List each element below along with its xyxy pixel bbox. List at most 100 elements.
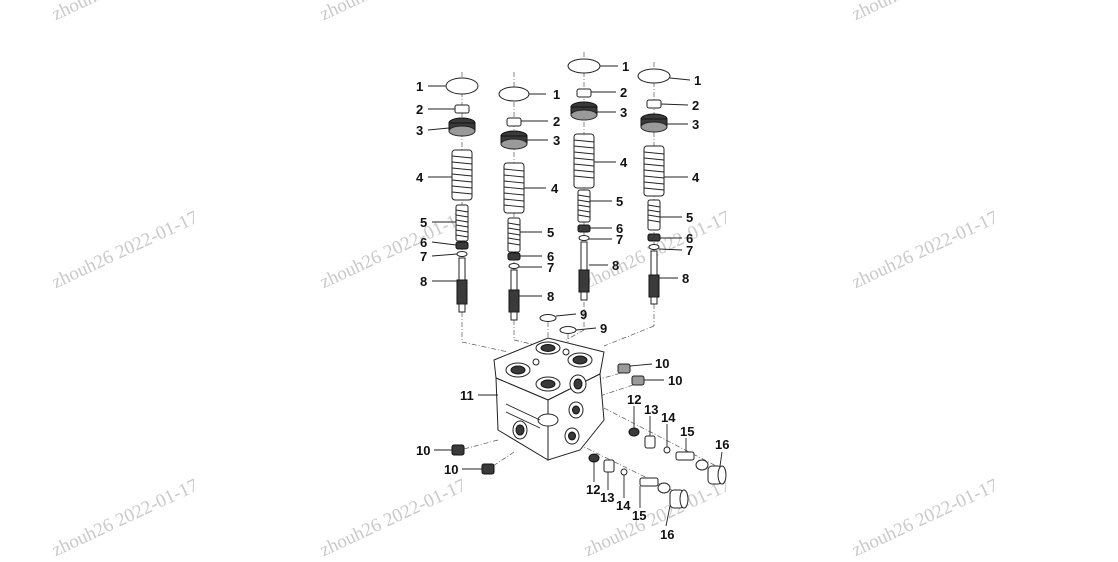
part-1-seal — [567, 58, 601, 74]
callout-2: 2 — [692, 98, 699, 113]
callout-8: 8 — [547, 289, 554, 304]
valve-column-4 — [637, 68, 671, 305]
part-15-spring — [695, 459, 709, 471]
part-16-cap — [669, 489, 689, 509]
callout-1: 1 — [622, 59, 629, 74]
part-6-washer — [455, 241, 469, 250]
valve-column-2 — [498, 86, 530, 321]
callout-3: 3 — [416, 123, 423, 138]
part-10-plug — [451, 444, 465, 456]
callout-13: 13 — [644, 402, 658, 417]
callout-4: 4 — [620, 155, 628, 170]
callout-7: 7 — [686, 243, 693, 258]
part-10-plug — [481, 463, 495, 475]
valve-column-3 — [567, 58, 601, 301]
part-15-spring — [657, 482, 671, 494]
part-2-pin — [454, 104, 470, 114]
callout-8: 8 — [420, 274, 427, 289]
part-14-ball — [620, 468, 628, 476]
part-5-spring — [647, 199, 661, 231]
callout-labels: 1 2 3 4 5 6 7 8 1 2 3 4 5 6 7 8 1 2 3 4 … — [416, 59, 729, 542]
valve-column-1 — [445, 77, 479, 313]
part-2-pin — [646, 99, 662, 109]
part-10-plug — [617, 363, 631, 374]
callout-7: 7 — [616, 232, 623, 247]
callout-1: 1 — [694, 73, 701, 88]
callout-15: 15 — [632, 508, 646, 523]
part-12-washer — [628, 427, 640, 437]
callout-10: 10 — [655, 356, 669, 371]
part-4-spring — [451, 149, 473, 201]
part-2-pin — [576, 88, 592, 98]
part-14-ball — [663, 446, 671, 454]
callout-14: 14 — [616, 498, 631, 513]
part-1-seal — [637, 68, 671, 84]
callout-6: 6 — [420, 235, 427, 250]
part-13-sleeve — [644, 435, 656, 449]
callout-1: 1 — [416, 79, 423, 94]
callout-15: 15 — [680, 424, 694, 439]
part-3-retainer — [448, 125, 476, 137]
part-1-seal — [498, 86, 530, 102]
part-7-ring — [648, 244, 660, 250]
callout-6: 6 — [616, 221, 623, 236]
part-11-valve-body — [493, 337, 605, 461]
callout-4: 4 — [551, 181, 559, 196]
part-10-plug — [631, 375, 645, 386]
callout-2: 2 — [553, 114, 560, 129]
callout-16: 16 — [715, 437, 729, 452]
part-8-stem — [508, 269, 520, 321]
callout-3: 3 — [553, 133, 560, 148]
callout-4: 4 — [416, 170, 424, 185]
part-12-washer — [588, 453, 600, 463]
part-2-pin — [506, 117, 522, 127]
callout-10: 10 — [416, 443, 430, 458]
part-3-retainer — [640, 121, 668, 133]
part-7-ring — [456, 251, 468, 257]
callout-5: 5 — [420, 215, 427, 230]
part-4-spring — [643, 145, 665, 197]
callout-7: 7 — [420, 249, 427, 264]
part-3-retainer — [570, 109, 598, 121]
callout-16: 16 — [660, 527, 674, 542]
callout-2: 2 — [416, 102, 423, 117]
part-15-spring — [639, 477, 659, 487]
part-15-spring — [675, 451, 695, 461]
part-9-plate — [539, 314, 557, 322]
part-8-stem — [648, 250, 660, 305]
callout-12: 12 — [586, 482, 600, 497]
part-7-ring — [508, 263, 520, 269]
callout-13: 13 — [600, 490, 614, 505]
part-1-seal — [445, 77, 479, 95]
callout-8: 8 — [612, 258, 619, 273]
part-7-ring — [578, 235, 590, 241]
callout-6: 6 — [686, 231, 693, 246]
callout-8: 8 — [682, 271, 689, 286]
callout-3: 3 — [692, 117, 699, 132]
part-13-sleeve — [603, 459, 615, 473]
part-5-spring — [507, 217, 521, 253]
callout-10: 10 — [444, 462, 458, 477]
part-8-stem — [456, 257, 468, 313]
part-6-washer — [647, 233, 661, 242]
callout-14: 14 — [661, 410, 676, 425]
part-3-retainer — [500, 138, 528, 150]
part-9-plate — [559, 326, 577, 334]
callout-11: 11 — [460, 388, 474, 403]
callout-5: 5 — [616, 194, 623, 209]
callout-2: 2 — [620, 85, 627, 100]
callout-7: 7 — [547, 260, 554, 275]
part-6-washer — [577, 224, 591, 233]
callout-4: 4 — [692, 170, 700, 185]
part-16-cap — [707, 465, 727, 485]
callout-9: 9 — [600, 321, 607, 336]
callout-12: 12 — [627, 392, 641, 407]
callout-6: 6 — [547, 249, 554, 264]
side-valve-lower — [588, 453, 689, 509]
callout-1: 1 — [553, 87, 560, 102]
callout-9: 9 — [580, 307, 587, 322]
part-6-washer — [507, 252, 521, 261]
part-4-spring — [573, 133, 595, 189]
